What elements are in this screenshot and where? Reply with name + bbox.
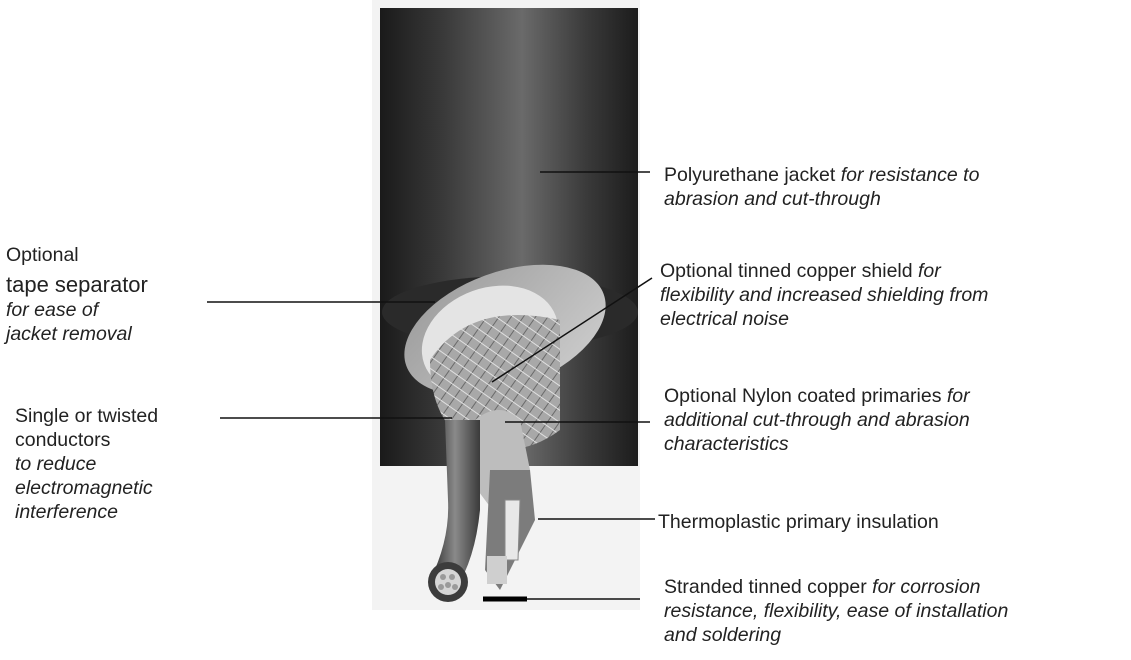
stranded-title: Stranded tinned copper [664,576,867,598]
conductors-desc-3: interference [15,501,118,523]
bare-strands [505,500,520,560]
nylon-title: Optional Nylon coated primaries [664,385,941,407]
conductors-desc-1: to reduce [15,453,96,475]
label-tape: Optional tape separator for ease of jack… [6,243,148,346]
jacket-desc-2: abrasion and cut-through [664,188,881,210]
jacket-desc-1: for resistance to [841,164,980,186]
stranded-desc-3: and soldering [664,624,781,646]
label-insulation: Thermoplastic primary insulation [658,510,939,534]
shield-desc-3: electrical noise [660,308,789,330]
tape-desc-1: for ease of [6,299,98,321]
nylon-desc-3: characteristics [664,433,789,455]
label-shield: Optional tinned copper shield for flexib… [660,259,988,331]
tape-title-2: tape separator [6,273,148,297]
stranded-desc-2: resistance, flexibility, ease of install… [664,600,1008,622]
strand-wire [440,574,446,580]
stranded-desc-1: for corrosion [872,576,980,598]
nylon-desc-1: for [947,385,970,407]
label-jacket: Polyurethane jacket for resistance to ab… [664,163,979,211]
jacket-title: Polyurethane jacket [664,164,835,186]
shield-desc-2: flexibility and increased shielding from [660,284,988,306]
conductors-title-1: Single or twisted [15,405,158,427]
strand-wire [452,584,458,590]
label-conductors: Single or twisted conductors to reduce e… [15,404,158,524]
tape-title-1: Optional [6,244,79,266]
insulation-title: Thermoplastic primary insulation [658,511,939,533]
shield-title: Optional tinned copper shield [660,260,913,282]
strand-wire [449,574,455,580]
conductors-desc-2: electromagnetic [15,477,153,499]
shield-desc-1: for [918,260,941,282]
label-stranded: Stranded tinned copper for corrosion res… [664,575,1008,647]
strand-wire [445,582,451,588]
strand-wire [438,584,444,590]
gray-marker [487,556,507,584]
label-nylon: Optional Nylon coated primaries for addi… [664,384,970,456]
tape-desc-2: jacket removal [6,323,132,345]
nylon-desc-2: additional cut-through and abrasion [664,409,970,431]
conductors-title-2: conductors [15,429,110,451]
